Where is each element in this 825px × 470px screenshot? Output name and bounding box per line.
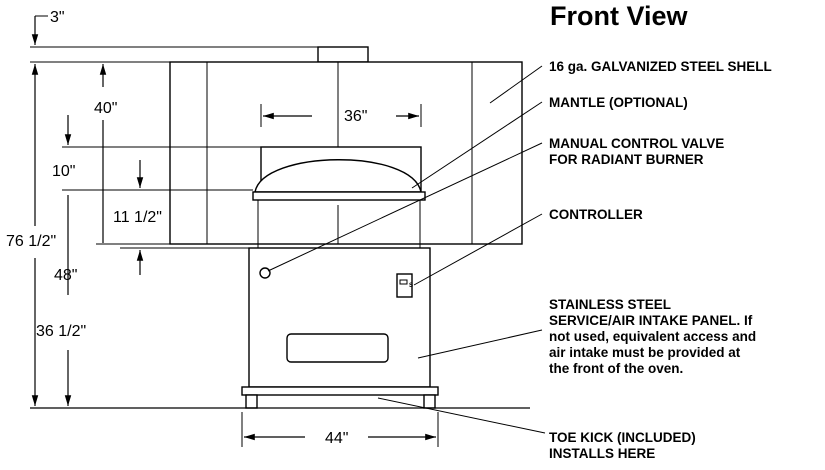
callout-leaders (267, 65, 546, 434)
service-panel (286, 333, 389, 363)
diagram-title: Front View (550, 1, 689, 31)
callout-panel-line-3: not used, equivalent access and (549, 329, 756, 344)
callout-panel-line-1: STAINLESS STEEL (549, 297, 671, 312)
oven-drawing: S (30, 46, 530, 409)
callout-toe-kick-line-1: TOE KICK (INCLUDED) (549, 430, 696, 445)
callout-valve-line-2: FOR RADIANT BURNER (549, 152, 704, 167)
callout-labels: 16 ga. GALVANIZED STEEL SHELL MANTLE (OP… (549, 59, 772, 461)
dim-lower-height: 48" (54, 267, 77, 284)
dome (254, 159, 422, 193)
control-valve-knob (259, 267, 271, 279)
dim-base-width: 44" (325, 430, 348, 447)
callout-toe-kick-line-2: INSTALLS HERE (549, 446, 655, 461)
callout-panel-line-5: the front of the oven. (549, 361, 683, 376)
base-cabinet (248, 247, 431, 388)
leg-right (423, 394, 436, 409)
dim-dome-to-shell: 11 1/2" (113, 209, 162, 226)
dim-overall-height: 76 1/2" (6, 233, 56, 250)
dim-mantle-width: 36" (344, 108, 367, 125)
dim-base-height: 36 1/2" (36, 323, 86, 340)
callout-panel-line-4: air intake must be provided at (549, 345, 741, 360)
leg-left (245, 394, 258, 409)
dim-upper-height: 40" (94, 100, 117, 117)
flue-collar (317, 46, 369, 63)
callout-panel-line-2: SERVICE/AIR INTAKE PANEL. If (549, 313, 753, 328)
mantle-shelf (252, 191, 426, 201)
callout-valve-line-1: MANUAL CONTROL VALVE (549, 136, 724, 151)
callout-mantle: MANTLE (OPTIONAL) (549, 95, 688, 110)
callout-controller: CONTROLLER (549, 207, 643, 222)
dimension-lines: 3" 76 1/2" 40" 48" 10" 36 1/2" 11 1/2" 3… (6, 9, 439, 447)
base-plinth (241, 386, 439, 396)
dim-flue-offset: 3" (50, 9, 65, 26)
dim-mantle-height: 10" (52, 163, 75, 180)
controller-mark: S (409, 283, 413, 289)
callout-shell: 16 ga. GALVANIZED STEEL SHELL (549, 59, 772, 74)
